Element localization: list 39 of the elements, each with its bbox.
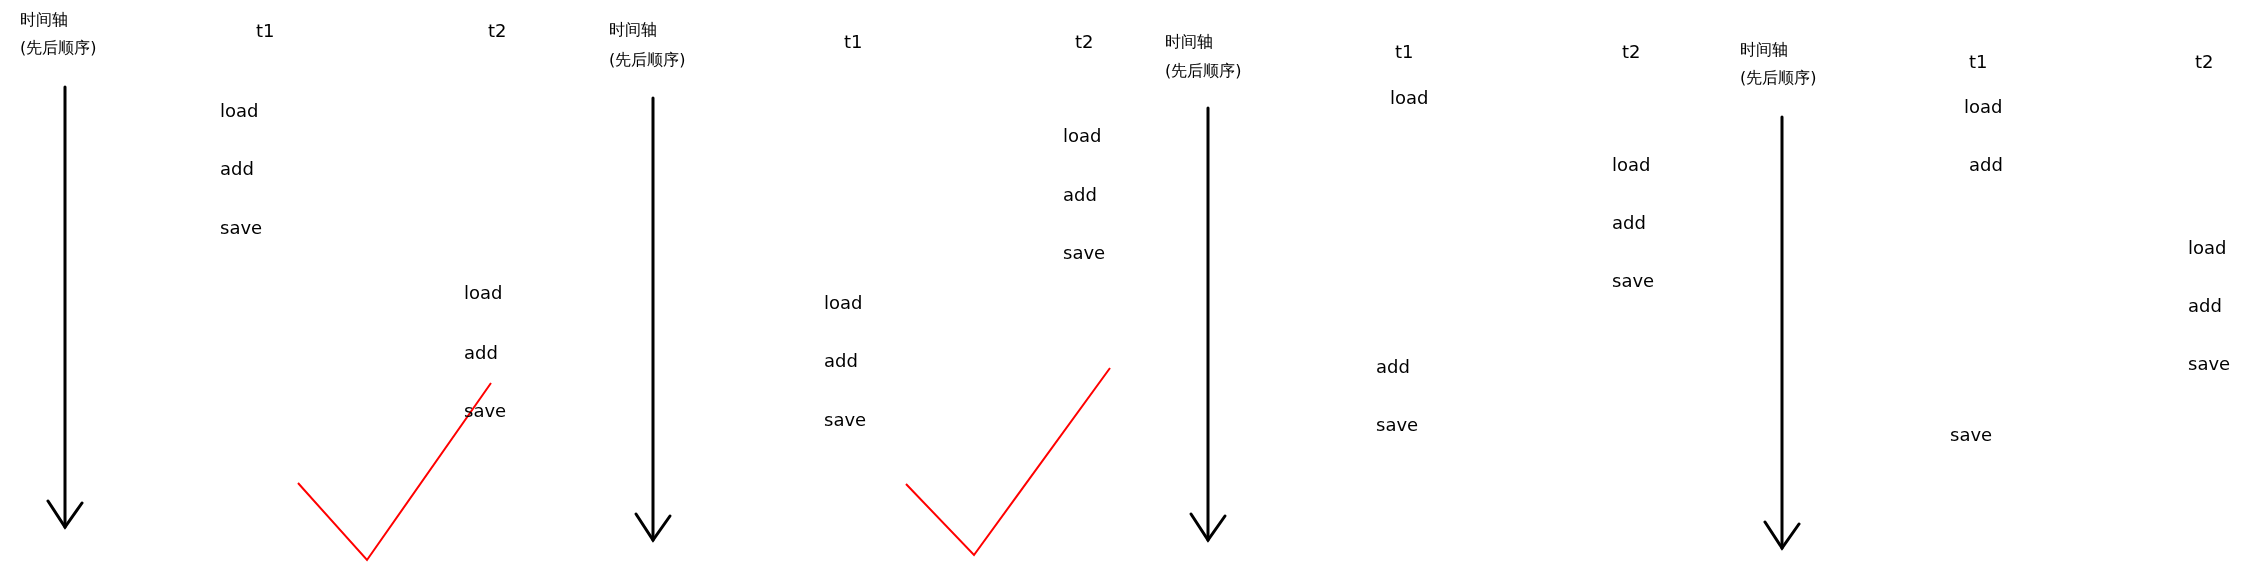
label-text: load xyxy=(1612,154,1651,177)
label-text: (先后顺序) xyxy=(1165,61,1242,81)
label-text: load xyxy=(2188,237,2227,260)
label-text: add xyxy=(824,350,858,373)
label-text: load xyxy=(1964,96,2003,119)
label-text: t1 xyxy=(256,20,275,43)
label-text: save xyxy=(1063,242,1106,265)
label-text: add xyxy=(2188,295,2222,318)
label-text: add xyxy=(1612,212,1646,235)
label-text: (先后顺序) xyxy=(609,50,686,70)
label-text: t2 xyxy=(1622,41,1641,64)
label-text: add xyxy=(1376,356,1410,379)
label-text: t1 xyxy=(844,31,863,54)
label-text: 时间轴 xyxy=(20,10,68,30)
label-text: save xyxy=(1950,424,1993,447)
label-text: load xyxy=(1063,125,1102,148)
label-text: load xyxy=(464,282,503,305)
label-text: add xyxy=(1063,184,1097,207)
label-text: load xyxy=(220,100,259,123)
label-text: (先后顺序) xyxy=(1740,68,1817,88)
label-text: add xyxy=(220,158,254,181)
label-text: load xyxy=(1390,87,1429,110)
label-text: add xyxy=(1969,154,2003,177)
label-text: 时间轴 xyxy=(1165,32,1213,52)
label-text: save xyxy=(220,217,263,240)
label-text: load xyxy=(824,292,863,315)
label-text: t2 xyxy=(1075,31,1094,54)
label-text: 时间轴 xyxy=(609,20,657,40)
label-text: t2 xyxy=(488,20,507,43)
label-text: t1 xyxy=(1395,41,1414,64)
label-text: save xyxy=(2188,353,2231,376)
label-text: save xyxy=(1376,414,1419,437)
label-text: t1 xyxy=(1969,51,1988,74)
label-text: save xyxy=(1612,270,1655,293)
label-text: (先后顺序) xyxy=(20,38,97,58)
label-text: save xyxy=(824,409,867,432)
label-text: 时间轴 xyxy=(1740,40,1788,60)
label-text: t2 xyxy=(2195,51,2214,74)
label-text: add xyxy=(464,342,498,365)
